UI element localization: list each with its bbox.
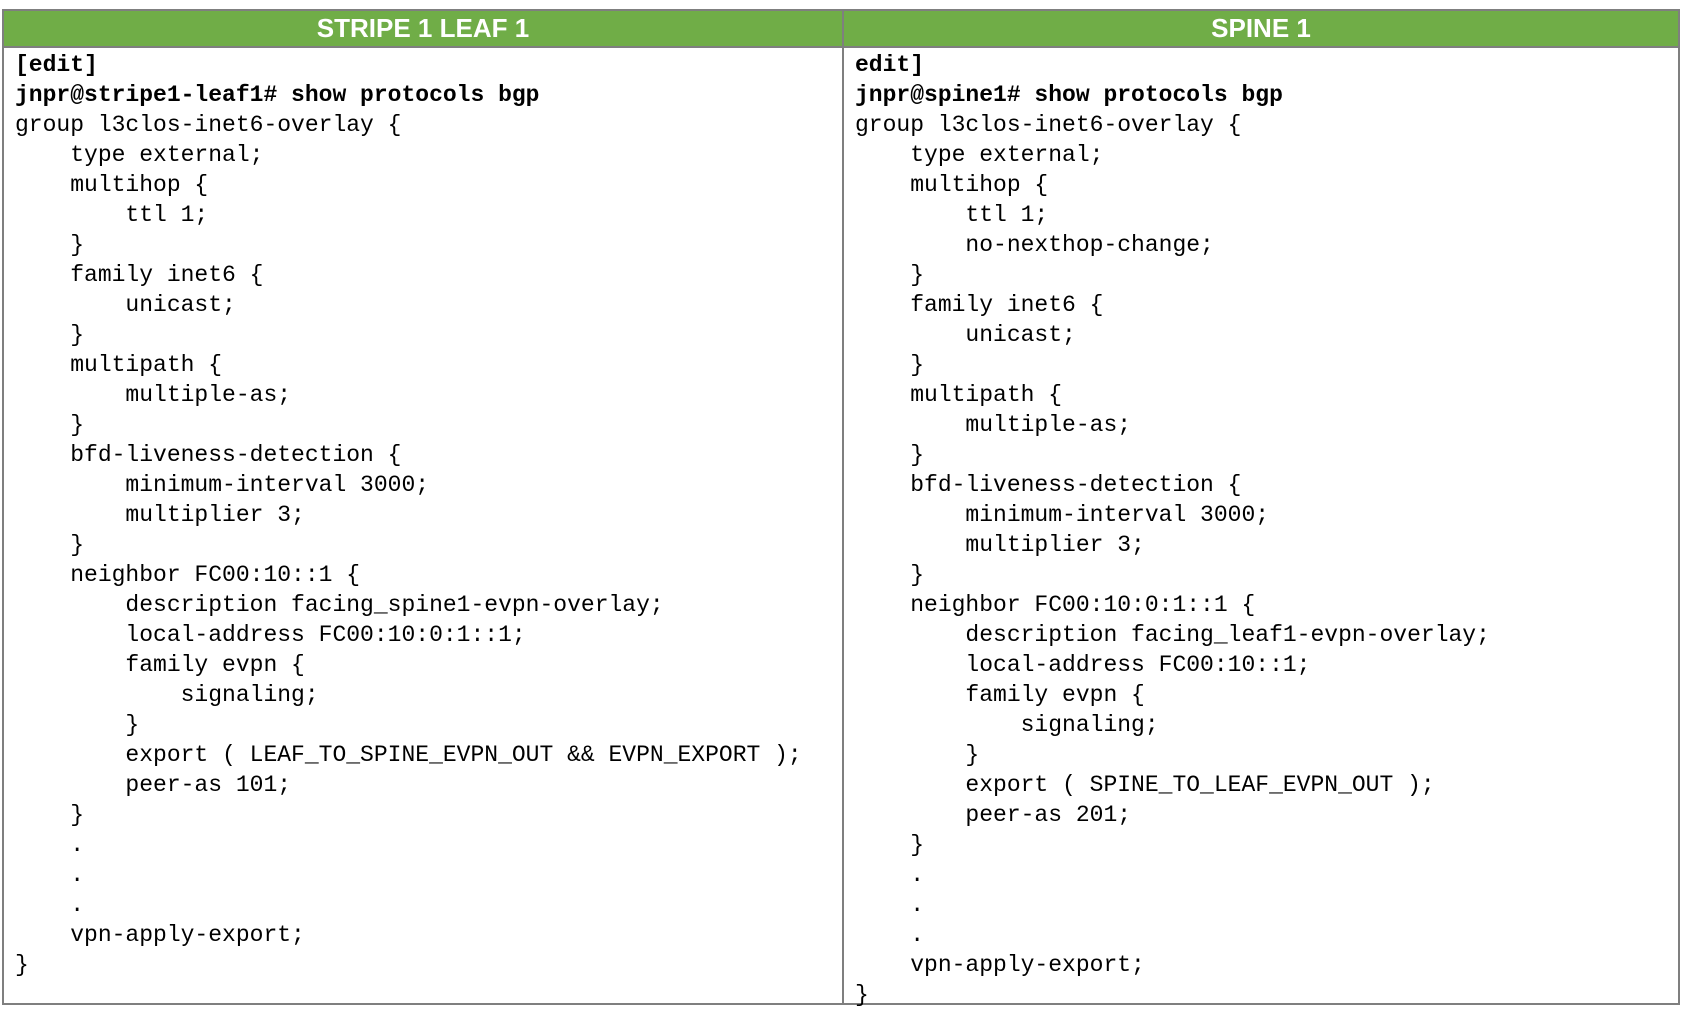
column-spine1: SPINE 1 edit] jnpr@spine1# show protocols… <box>844 11 1678 1008</box>
config-line: local-address FC00:10:0:1::1; <box>15 622 526 648</box>
config-line: minimum-interval 3000; <box>855 502 1270 528</box>
config-line: bfd-liveness-detection { <box>855 472 1242 498</box>
config-line: } <box>15 322 85 348</box>
config-line: vpn-apply-export; <box>855 952 1145 978</box>
config-line: } <box>15 232 85 258</box>
column-stripe1-leaf1: STRIPE 1 LEAF 1 [edit] jnpr@stripe1-leaf1… <box>4 11 844 1003</box>
config-line: signaling; <box>15 682 319 708</box>
config-line: type external; <box>15 142 264 168</box>
config-line: . <box>15 892 85 918</box>
config-line: family evpn { <box>855 682 1145 708</box>
config-line: . <box>855 862 925 888</box>
config-line: } <box>855 742 980 768</box>
config-line: } <box>855 352 925 378</box>
column-header: STRIPE 1 LEAF 1 <box>4 11 842 48</box>
config-line: multihop { <box>855 172 1049 198</box>
config-line: vpn-apply-export; <box>15 922 305 948</box>
config-line: } <box>855 832 925 858</box>
config-line: family inet6 { <box>15 262 264 288</box>
config-line: } <box>15 802 85 828</box>
config-line: export ( LEAF_TO_SPINE_EVPN_OUT && EVPN_… <box>15 742 802 768</box>
config-line: group l3clos-inet6-overlay { <box>15 112 402 138</box>
cli-output: [edit] jnpr@stripe1-leaf1# show protocols… <box>4 48 842 980</box>
config-line: multiple-as; <box>15 382 292 408</box>
config-line: } <box>855 982 869 1008</box>
config-line: description facing_leaf1-evpn-overlay; <box>855 622 1490 648</box>
config-line: ttl 1; <box>15 202 209 228</box>
cli-prompt-line: [edit] <box>15 52 98 78</box>
cli-prompt-line: edit] <box>855 52 925 78</box>
config-line: multiplier 3; <box>15 502 305 528</box>
config-line: export ( SPINE_TO_LEAF_EVPN_OUT ); <box>855 772 1435 798</box>
config-line: } <box>15 952 29 978</box>
config-line: unicast; <box>855 322 1076 348</box>
config-line: family evpn { <box>15 652 305 678</box>
config-line: local-address FC00:10::1; <box>855 652 1311 678</box>
config-line: family inet6 { <box>855 292 1104 318</box>
config-line: bfd-liveness-detection { <box>15 442 402 468</box>
config-line: multiple-as; <box>855 412 1132 438</box>
cli-output: edit] jnpr@spine1# show protocols bgp grou… <box>844 48 1678 1010</box>
config-line: signaling; <box>855 712 1159 738</box>
cli-prompt-line: jnpr@spine1# show protocols bgp <box>855 82 1283 108</box>
config-line: unicast; <box>15 292 236 318</box>
config-line: } <box>855 262 925 288</box>
config-line: type external; <box>855 142 1104 168</box>
config-line: peer-as 201; <box>855 802 1132 828</box>
config-line: no-nexthop-change; <box>855 232 1214 258</box>
config-line: multipath { <box>15 352 223 378</box>
cli-prompt-line: jnpr@stripe1-leaf1# show protocols bgp <box>15 82 540 108</box>
config-line: description facing_spine1-evpn-overlay; <box>15 592 664 618</box>
config-line: multihop { <box>15 172 209 198</box>
column-header: SPINE 1 <box>844 11 1678 48</box>
config-line: neighbor FC00:10::1 { <box>15 562 361 588</box>
config-line: multipath { <box>855 382 1063 408</box>
config-line: . <box>15 832 85 858</box>
config-line: } <box>15 712 140 738</box>
config-line: } <box>15 532 85 558</box>
config-line: . <box>855 892 925 918</box>
config-line: peer-as 101; <box>15 772 292 798</box>
config-line: group l3clos-inet6-overlay { <box>855 112 1242 138</box>
config-line: . <box>855 922 925 948</box>
config-line: . <box>15 862 85 888</box>
config-line: } <box>855 562 925 588</box>
config-line: neighbor FC00:10:0:1::1 { <box>855 592 1256 618</box>
config-line: ttl 1; <box>855 202 1049 228</box>
config-line: } <box>15 412 85 438</box>
config-comparison-table: STRIPE 1 LEAF 1 [edit] jnpr@stripe1-leaf1… <box>2 9 1680 1008</box>
config-line: multiplier 3; <box>855 532 1145 558</box>
config-line: minimum-interval 3000; <box>15 472 430 498</box>
config-line: } <box>855 442 925 468</box>
